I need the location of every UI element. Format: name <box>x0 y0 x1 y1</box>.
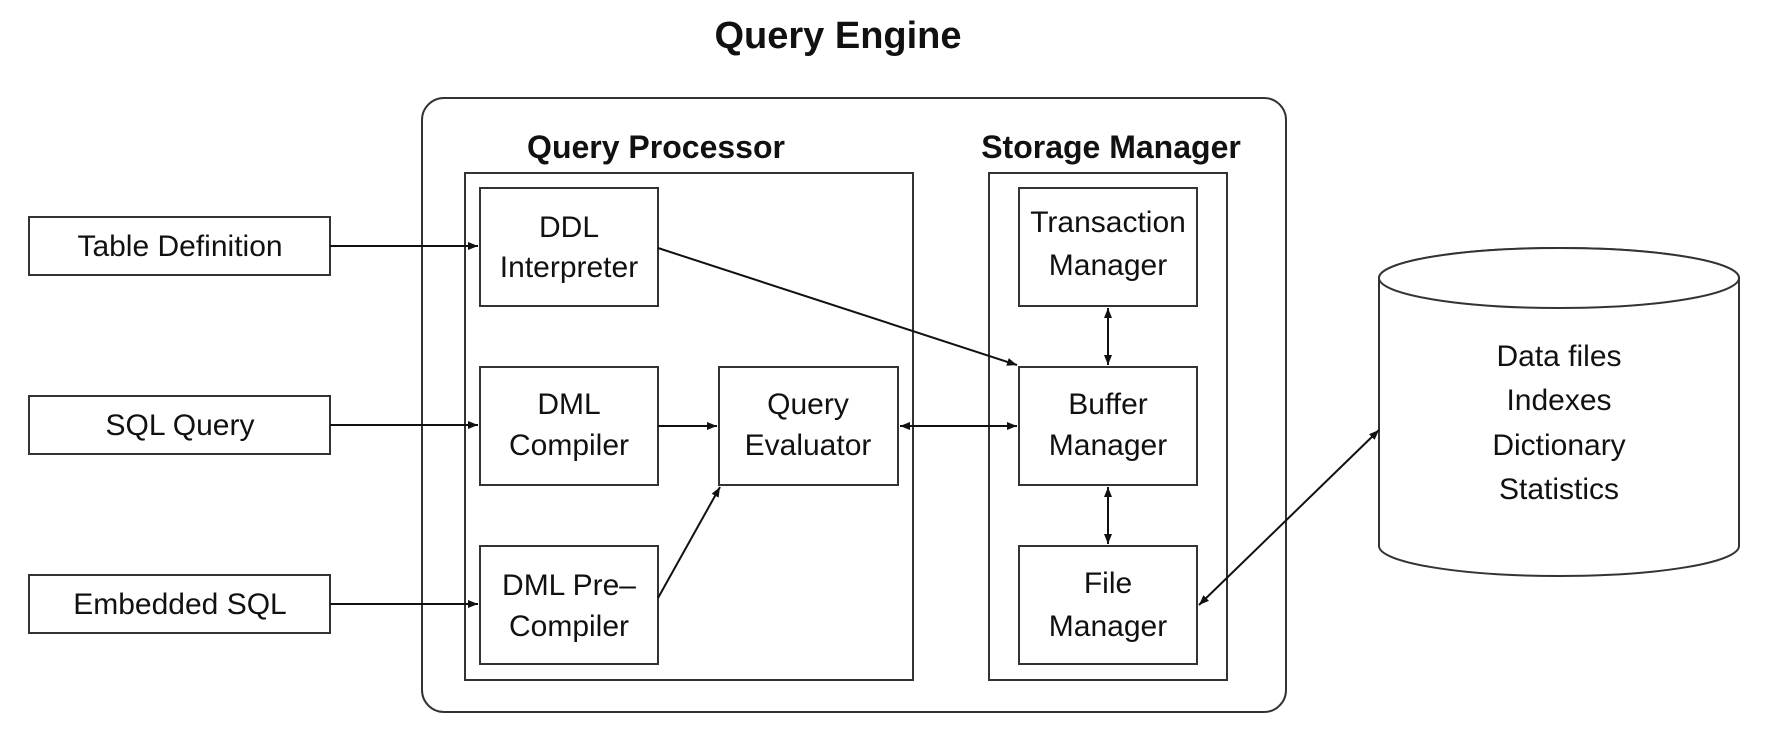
database-cylinder: Data files Indexes Dictionary Statistics <box>1378 247 1740 577</box>
ddl-interpreter-box: DDL Interpreter <box>479 187 659 307</box>
dml-compiler-line-1: DML <box>537 388 600 421</box>
buffer-manager-box: Buffer Manager <box>1018 366 1198 486</box>
database-line-1: Data files <box>1496 340 1621 373</box>
sql-query-box: SQL Query <box>28 395 331 455</box>
storage-manager-title: Storage Manager <box>981 129 1241 165</box>
dml-precompiler-box: DML Pre– Compiler <box>479 545 659 665</box>
query-evaluator-box: Query Evaluator <box>718 366 899 486</box>
dml-precompiler-line-2: Compiler <box>509 610 629 643</box>
embedded-sql-label: Embedded SQL <box>73 588 286 621</box>
buffer-manager-line-1: Buffer <box>1068 388 1148 421</box>
transaction-manager-line-1: Transaction <box>1030 206 1186 239</box>
query-evaluator-line-2: Evaluator <box>745 429 872 462</box>
ddl-interpreter-line-1: DDL <box>539 211 599 244</box>
database-line-3: Dictionary <box>1492 429 1625 462</box>
database-line-2: Indexes <box>1506 384 1611 417</box>
file-manager-box: File Manager <box>1018 545 1198 665</box>
query-evaluator-line-1: Query <box>767 388 849 421</box>
dml-compiler-box: DML Compiler <box>479 366 659 486</box>
database-line-4: Statistics <box>1499 473 1619 506</box>
file-manager-line-2: Manager <box>1049 610 1167 643</box>
query-engine-frame <box>421 97 1287 713</box>
arrow-ddl-to-buffer-manager <box>657 247 1018 366</box>
transaction-manager-line-2: Manager <box>1049 249 1167 282</box>
query-processor-title: Query Processor <box>527 129 785 165</box>
sql-query-label: SQL Query <box>106 409 255 442</box>
file-manager-line-1: File <box>1084 567 1132 600</box>
arrow-precompiler-to-evaluator <box>657 486 721 599</box>
table-definition-box: Table Definition <box>28 216 331 276</box>
dml-compiler-line-2: Compiler <box>509 429 629 462</box>
diagram-title: Query Engine <box>714 15 961 57</box>
embedded-sql-box: Embedded SQL <box>28 574 331 634</box>
arrow-file-manager-database <box>1198 429 1380 606</box>
buffer-manager-line-2: Manager <box>1049 429 1167 462</box>
ddl-interpreter-line-2: Interpreter <box>500 251 638 284</box>
dml-precompiler-line-1: DML Pre– <box>502 569 636 602</box>
table-definition-label: Table Definition <box>77 230 282 263</box>
transaction-manager-box: Transaction Manager <box>1018 187 1198 307</box>
